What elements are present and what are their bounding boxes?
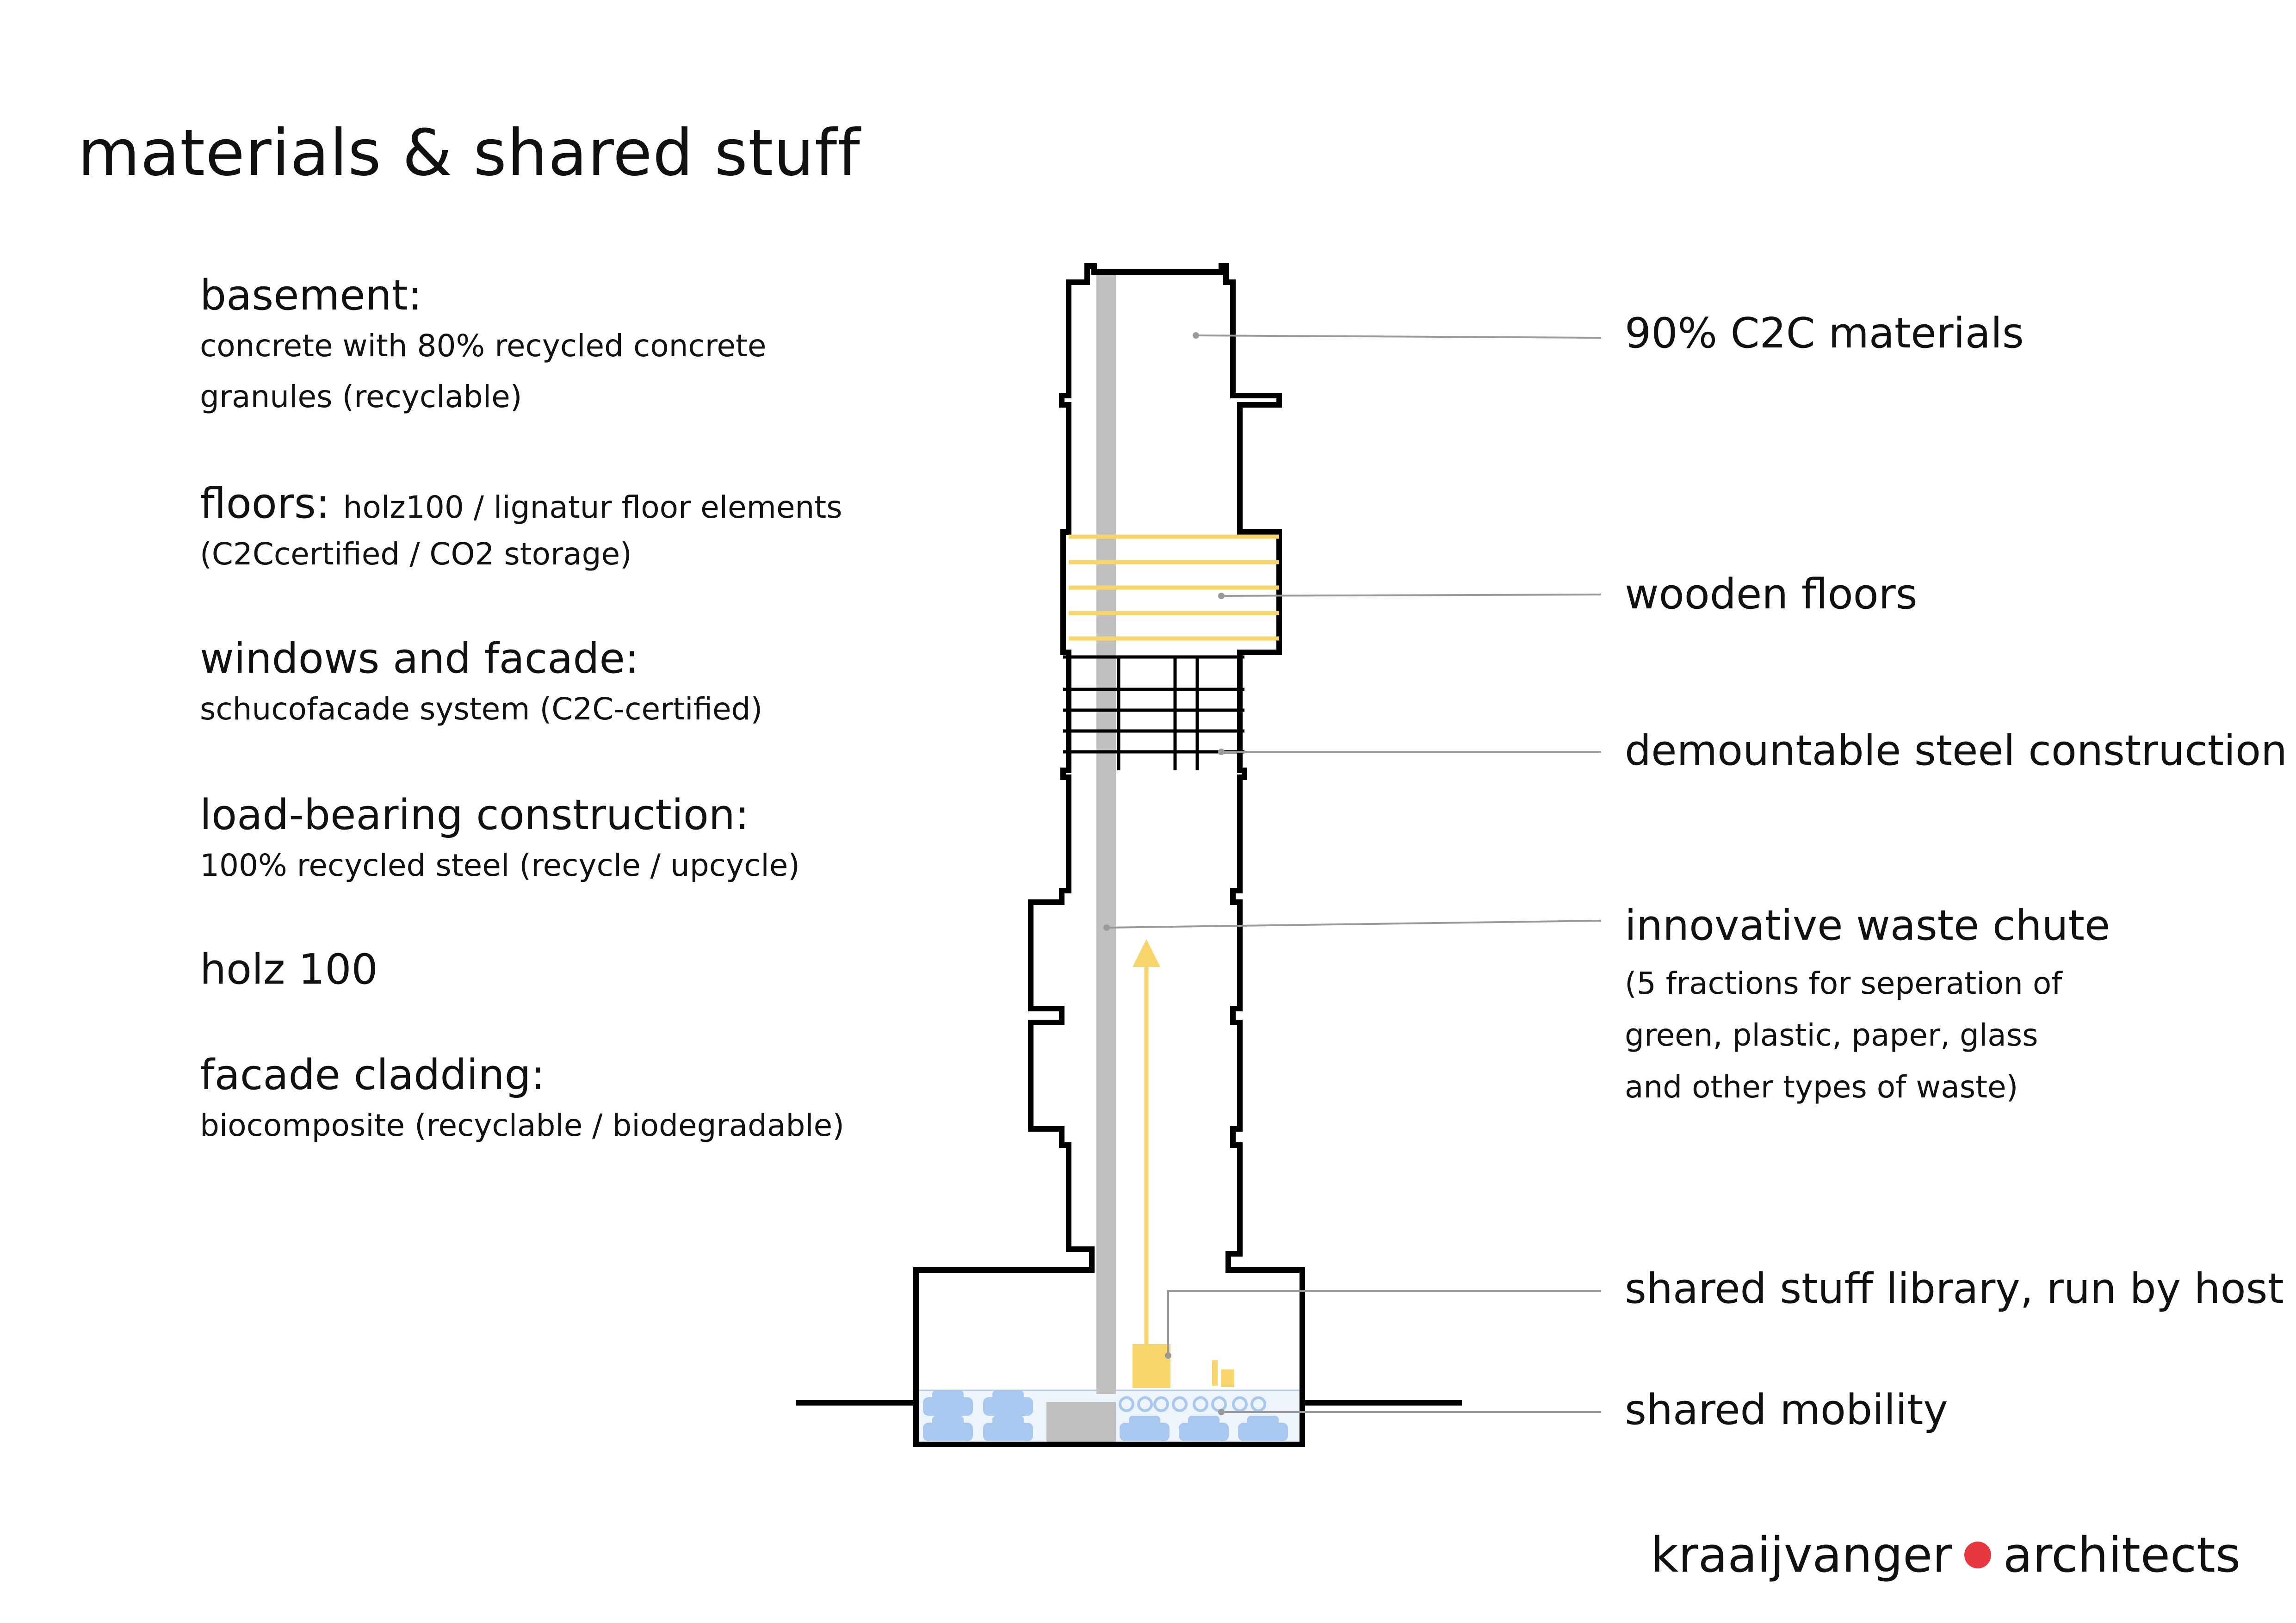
brand-logo: kraaijvanger architects [1651,1527,2240,1583]
brand-dot-icon [1964,1542,1991,1568]
material-holz: holz 100 [200,945,378,995]
material-body-line: schucofacade system (C2C-certified) [200,691,763,727]
label-waste-chute-sub: (5 fractions for seperation of green, pl… [1625,958,2062,1113]
material-heading: floors: [200,479,330,528]
material-body-line: granules (recyclable) [200,379,522,415]
library-small-item [1221,1369,1234,1387]
material-body-line: concrete with 80% recycled concrete [200,328,767,364]
material-body-line: 100% recycled steel (recycle / upcycle) [200,848,800,883]
label-wooden-floors: wooden floors [1625,570,1918,619]
basement-shaft-block [1046,1402,1116,1444]
page-title: materials & shared stuff [78,116,860,190]
waste-chute-sub-line: green, plastic, paper, glass [1625,1017,2038,1053]
material-inline-body: holz100 / lignatur floor elements [343,489,842,525]
leader-dots [1103,332,1225,1415]
material-basement: basement: concrete with 80% recycled con… [200,271,767,422]
brand-left: kraaijvanger [1650,1527,1952,1583]
material-body-line: biocomposite (recyclable / biodegradable… [200,1108,845,1143]
shared-bikes [1119,1396,1266,1412]
material-facade-cladding: facade cladding: biocomposite (recyclabl… [200,1050,844,1151]
material-heading: basement: [200,271,422,320]
label-c2c-materials: 90% C2C materials [1625,309,2024,358]
material-heading: load-bearing construction: [200,791,749,839]
label-steel-construction: demountable steel construction [1625,726,2288,775]
material-load-bearing: load-bearing construction: 100% recycled… [200,790,800,891]
material-heading: windows and facade: [200,634,639,683]
brand-right: architects [2003,1527,2240,1583]
label-shared-mobility: shared mobility [1625,1386,1948,1434]
shared-cars [923,1390,1288,1441]
waste-chute-sub-line: (5 fractions for seperation of [1625,966,2062,1001]
leader-lines [1106,335,1601,1413]
material-floors: floors: holz100 / lignatur floor element… [200,479,842,580]
waste-chute-shaft [1096,272,1116,1394]
material-heading: facade cladding: [200,1051,545,1099]
material-body-line: (C2Ccertified / CO2 storage) [200,536,632,572]
material-heading: holz 100 [200,945,378,994]
material-windows: windows and facade: schucofacade system … [200,634,762,735]
label-shared-library: shared stuff library, run by host [1625,1264,2284,1313]
library-arrow-head [1133,939,1160,967]
library-box [1133,1344,1170,1388]
label-waste-chute: innovative waste chute [1625,901,2110,950]
steel-construction-grid [1063,655,1244,770]
material-heading-row: floors: holz100 / lignatur floor element… [200,479,842,529]
waste-chute-sub-line: and other types of waste) [1625,1069,2018,1105]
library-small-item [1212,1360,1218,1386]
